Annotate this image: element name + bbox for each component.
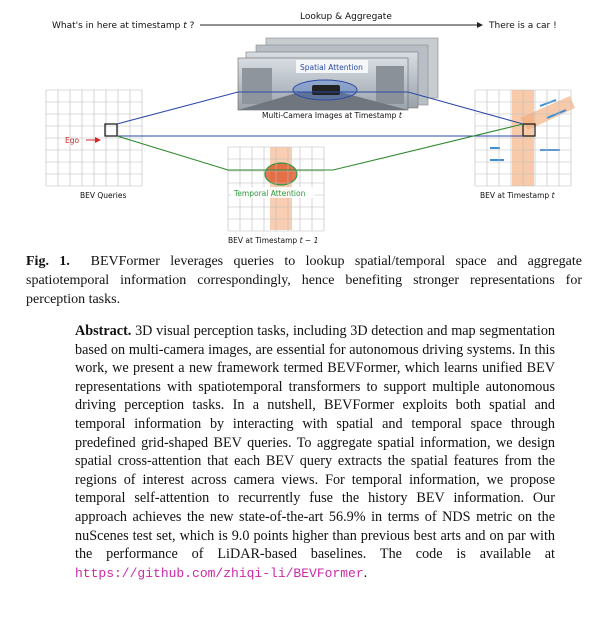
query-cell bbox=[104, 123, 118, 137]
temporal-attention-label: Temporal Attention bbox=[233, 189, 306, 198]
lookup-aggregate-label: Lookup & Aggregate bbox=[300, 12, 392, 22]
camera-caption: Multi-Camera Images at Timestamp t bbox=[262, 111, 403, 120]
spatial-attention-label: Spatial Attention bbox=[300, 63, 363, 72]
bev-now-grid bbox=[474, 89, 575, 187]
figure-1: Lookup & Aggregate What's in here at tim… bbox=[0, 0, 606, 250]
answer-text: There is a car ! bbox=[488, 21, 557, 31]
spatial-connector bbox=[116, 91, 524, 125]
label-backdrop bbox=[231, 187, 315, 198]
bev-queries-label: BEV Queries bbox=[80, 191, 126, 200]
abstract: Abstract. 3D visual perception tasks, in… bbox=[75, 322, 555, 583]
abstract-end: . bbox=[363, 564, 368, 581]
lane-mark bbox=[539, 99, 557, 107]
bev-queries-grid bbox=[45, 89, 143, 187]
output-cell bbox=[522, 123, 536, 137]
caption-label: Fig. 1. bbox=[26, 254, 70, 269]
abstract-text: 3D visual perception tasks, including 3D… bbox=[75, 323, 556, 563]
camera-images-stack: Spatial Attention bbox=[237, 37, 439, 111]
temporal-connector bbox=[116, 123, 524, 171]
bev-prev-label: BEV at Timestamp t − 1 bbox=[228, 236, 318, 245]
figure-diagram: Lookup & Aggregate What's in here at tim… bbox=[45, 12, 575, 245]
ego-label: Ego bbox=[65, 136, 79, 145]
query-text: What's in here at timestamp t ? bbox=[52, 21, 195, 31]
temporal-attention-region bbox=[264, 162, 298, 186]
caption-text: BEVFormer leverages queries to lookup sp… bbox=[26, 254, 582, 307]
bev-now-label: BEV at Timestamp t bbox=[480, 191, 556, 200]
road-shape bbox=[520, 96, 575, 130]
figure-caption: Fig. 1. BEVFormer leverages queries to l… bbox=[26, 252, 582, 309]
code-link[interactable]: https://github.com/zhiqi-li/BEVFormer bbox=[75, 565, 364, 581]
abstract-label: Abstract. bbox=[75, 323, 132, 339]
